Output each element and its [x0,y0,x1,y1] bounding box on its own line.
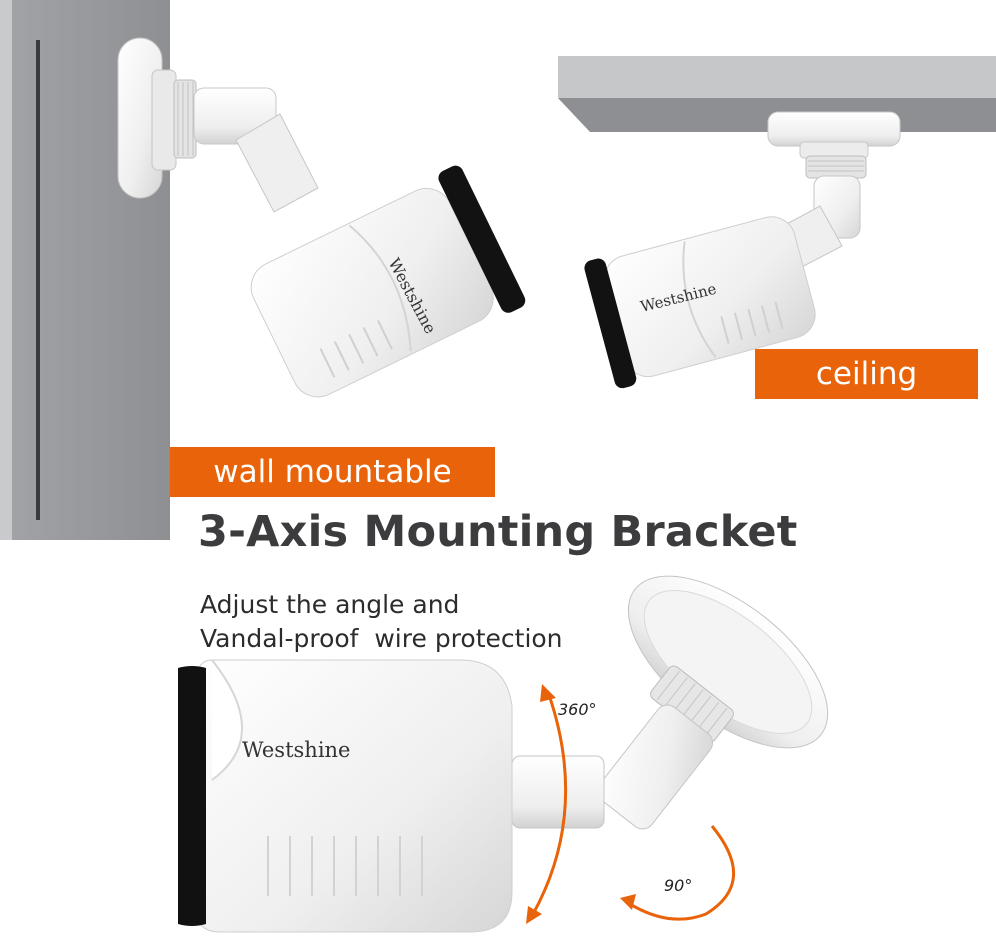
bracket-detail-scene: Westshine 360° 90° [178,575,829,933]
headline: 3-Axis Mounting Bracket [198,507,798,557]
wall-edge [0,0,12,540]
bracket-camera-brand: Westshine [242,738,351,762]
wall-mountable-label: wall mountable [170,447,495,497]
rotation-360-indicator: 360° [526,684,597,924]
wall-mount-scene: Westshine [0,0,526,540]
ceiling-collar [805,155,867,179]
description-line-1: Adjust the angle and [200,590,460,619]
wall-joint [235,113,319,213]
ceiling-camera [584,216,816,389]
ceiling-surface [558,56,996,98]
ceiling-base-plate [767,111,901,147]
bracket-joint [511,755,605,829]
ceiling-label: ceiling [755,349,978,399]
rotation-360-label: 360° [558,700,597,719]
rotation-90-indicator: 90° [620,825,736,921]
ceiling-text: ceiling [815,356,918,392]
bracket-camera [178,659,513,933]
rotation-90-label: 90° [664,876,692,895]
bracket-arm [597,704,713,830]
description-line-2: Vandal-proof wire protection [200,624,563,653]
wall-groove [36,40,40,520]
wall-mountable-text: wall mountable [213,454,452,490]
wall-collar [173,79,197,159]
wall-camera [250,165,526,398]
ceiling-mount-scene: Westshine [558,56,996,389]
